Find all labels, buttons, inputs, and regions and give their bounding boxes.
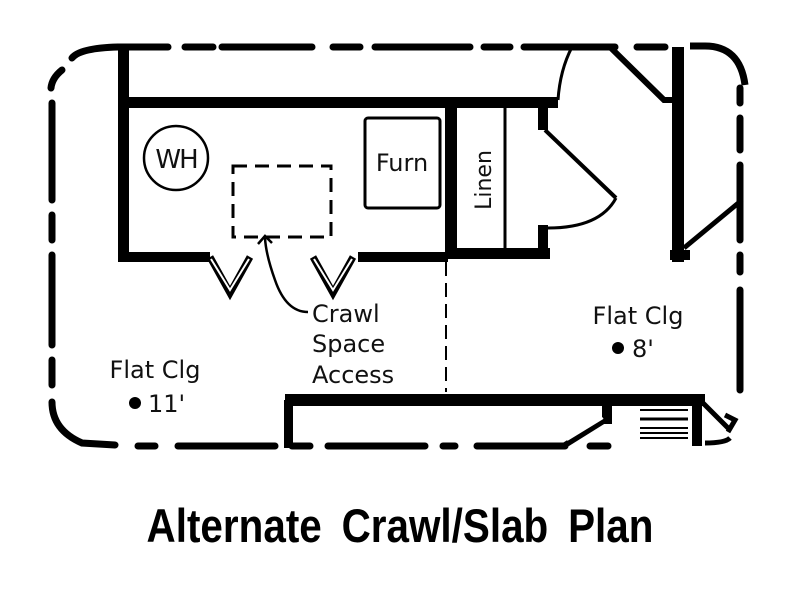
water-heater-label: WH bbox=[155, 145, 196, 175]
furnace-label: Furn bbox=[376, 149, 428, 177]
crawl-space-hatch bbox=[231, 164, 333, 239]
right-ceiling-label: Flat Clg bbox=[593, 302, 684, 330]
furnace-symbol bbox=[363, 116, 442, 210]
thin-lines bbox=[503, 44, 744, 448]
water-heater-symbol bbox=[142, 124, 210, 192]
right-ceiling-bullet bbox=[612, 342, 624, 354]
exterior-dashed-outline bbox=[47, 43, 744, 450]
linen-label: Linen bbox=[472, 150, 497, 210]
bay-curve bbox=[690, 42, 749, 86]
left-ceiling-bullet bbox=[129, 397, 141, 409]
crawl-label-line2: Space bbox=[312, 330, 385, 358]
left-ceiling-height: 11' bbox=[148, 390, 185, 418]
left-ceiling-label: Flat Clg bbox=[110, 356, 201, 384]
right-ceiling-height: 8' bbox=[632, 335, 654, 363]
leader-arrow bbox=[263, 237, 309, 314]
crawl-label-line3: Access bbox=[312, 361, 394, 389]
walls bbox=[118, 47, 705, 448]
crawl-label-line1: Crawl bbox=[312, 300, 380, 328]
plan-title: Alternate Crawl/Slab Plan bbox=[146, 499, 654, 552]
stair-lines bbox=[640, 409, 688, 439]
